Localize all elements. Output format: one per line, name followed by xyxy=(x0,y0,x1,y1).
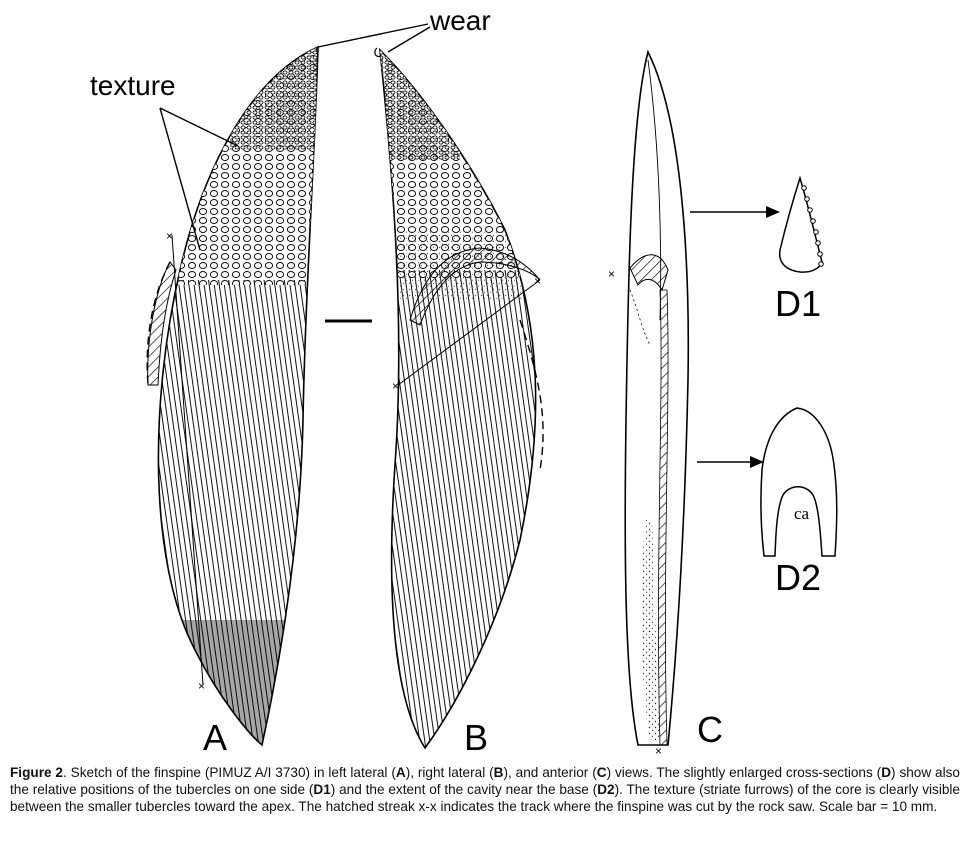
label-section-d1: D1 xyxy=(775,283,821,324)
label-texture: texture xyxy=(90,70,176,101)
svg-text:×: × xyxy=(655,744,662,758)
wear-leaders xyxy=(317,23,431,53)
figure-caption: Figure 2. Sketch of the finspine (PIMUZ … xyxy=(10,764,960,815)
caption-text: ). The texture (striate furrows) of the … xyxy=(10,782,960,814)
texture-leaders xyxy=(159,107,239,251)
label-section-d2: D2 xyxy=(775,557,821,598)
label-wear: wear xyxy=(429,5,491,36)
svg-text:×: × xyxy=(534,274,541,288)
caption-label: Figure 2 xyxy=(10,765,63,780)
label-cavity: ca xyxy=(794,504,810,523)
caption-ref-c: C xyxy=(596,765,607,780)
view-c-drawing: × × xyxy=(608,49,690,758)
view-a-drawing: × × xyxy=(146,45,319,747)
finspine-figure: × × × × × × xyxy=(90,5,838,758)
caption-text: . Sketch of the finspine (PIMUZ A/I 3730… xyxy=(62,765,396,780)
arrow-to-d2 xyxy=(697,456,764,468)
caption-text: ) and the extent of the cavity near the … xyxy=(330,782,598,797)
arrow-to-d1 xyxy=(690,206,780,218)
section-d2-drawing xyxy=(760,407,838,557)
caption-ref-b: B xyxy=(493,765,504,780)
section-d1-drawing xyxy=(778,175,824,273)
svg-text:×: × xyxy=(198,679,205,693)
caption-ref-d1: D1 xyxy=(313,782,331,797)
svg-text:×: × xyxy=(166,229,173,243)
caption-ref-d2: D2 xyxy=(597,782,615,797)
caption-text: ), right lateral ( xyxy=(405,765,494,780)
caption-ref-d: D xyxy=(881,765,892,780)
caption-ref-a: A xyxy=(395,765,406,780)
caption-text: ) show also the relative positions of th… xyxy=(10,765,960,797)
view-b-drawing: × × xyxy=(374,47,544,750)
caption-text: ) views. The slightly enlarged cross-sec… xyxy=(606,765,882,780)
caption-text: ), and anterior ( xyxy=(503,765,597,780)
label-view-a: A xyxy=(203,717,227,758)
label-view-c: C xyxy=(697,709,723,750)
label-view-b: B xyxy=(464,717,488,758)
svg-text:×: × xyxy=(392,379,399,393)
svg-text:×: × xyxy=(608,267,615,281)
